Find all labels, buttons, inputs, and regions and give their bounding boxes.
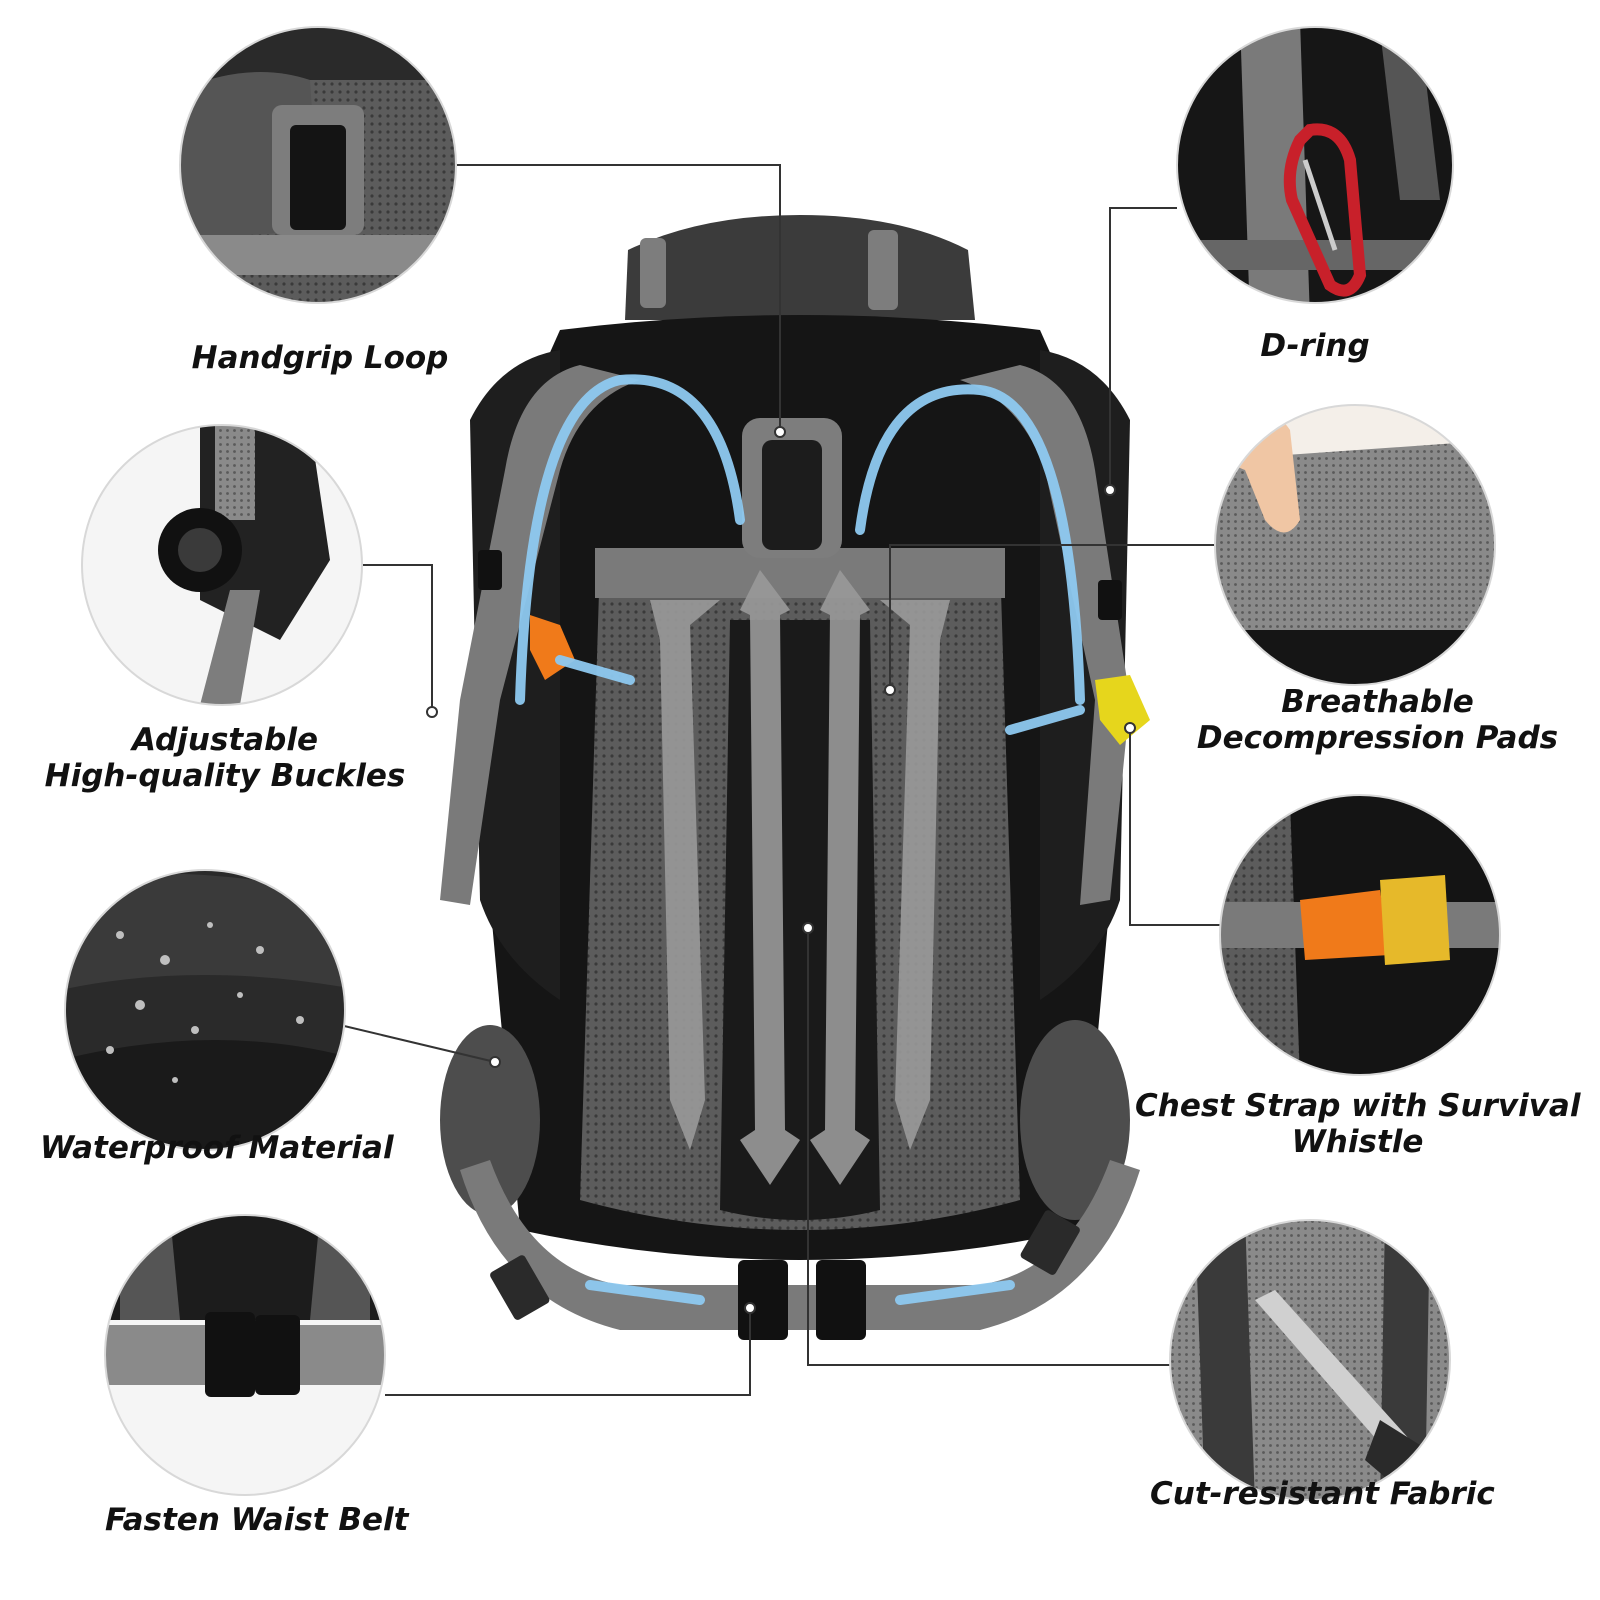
waist-buckle-left [738,1260,788,1340]
hip-pocket-right [1020,1020,1130,1220]
callout-lines [339,164,1220,1396]
strap-buckle-left [478,550,502,590]
detail-circle-cut-resistant [1170,1220,1450,1500]
airflow-lines-blue [515,374,1085,1305]
backpack-main [440,215,1150,1340]
hip-pocket-left [440,1025,540,1215]
detail-circle-waist-belt [105,1215,385,1495]
label-breathable-pads: Breathable Decompression Pads [1196,684,1559,756]
label-adjustable-buckles: Adjustable High-quality Buckles [44,722,406,794]
detail-circle-pads [1215,405,1495,685]
detail-circle-chest-strap [1220,795,1500,1075]
label-waist-belt: Fasten Waist Belt [105,1502,409,1538]
label-cut-resistant: Cut-resistant Fabric [1150,1476,1495,1512]
strap-buckle-right [1098,580,1122,620]
label-d-ring: D-ring [1260,328,1370,364]
label-waterproof-material: Waterproof Material [40,1130,394,1166]
compression-strap-left [640,238,666,308]
chest-buckle-yellow [1095,675,1150,745]
detail-circle-waterproof [65,870,345,1150]
airflow-arrows-grey [650,570,950,1185]
detail-circle-d-ring [1177,27,1453,303]
detail-circle-handgrip [180,27,456,303]
callout-dots [426,426,1136,1314]
compression-strap-right [868,230,898,310]
waist-buckle-right [816,1260,866,1340]
detail-circle-buckles [82,425,362,705]
label-chest-strap: Chest Strap with Survival Whistle [1135,1088,1581,1160]
shoulder-strap-left [440,365,640,905]
label-handgrip-loop: Handgrip Loop [191,340,449,376]
shoulder-strap-right [960,365,1130,905]
